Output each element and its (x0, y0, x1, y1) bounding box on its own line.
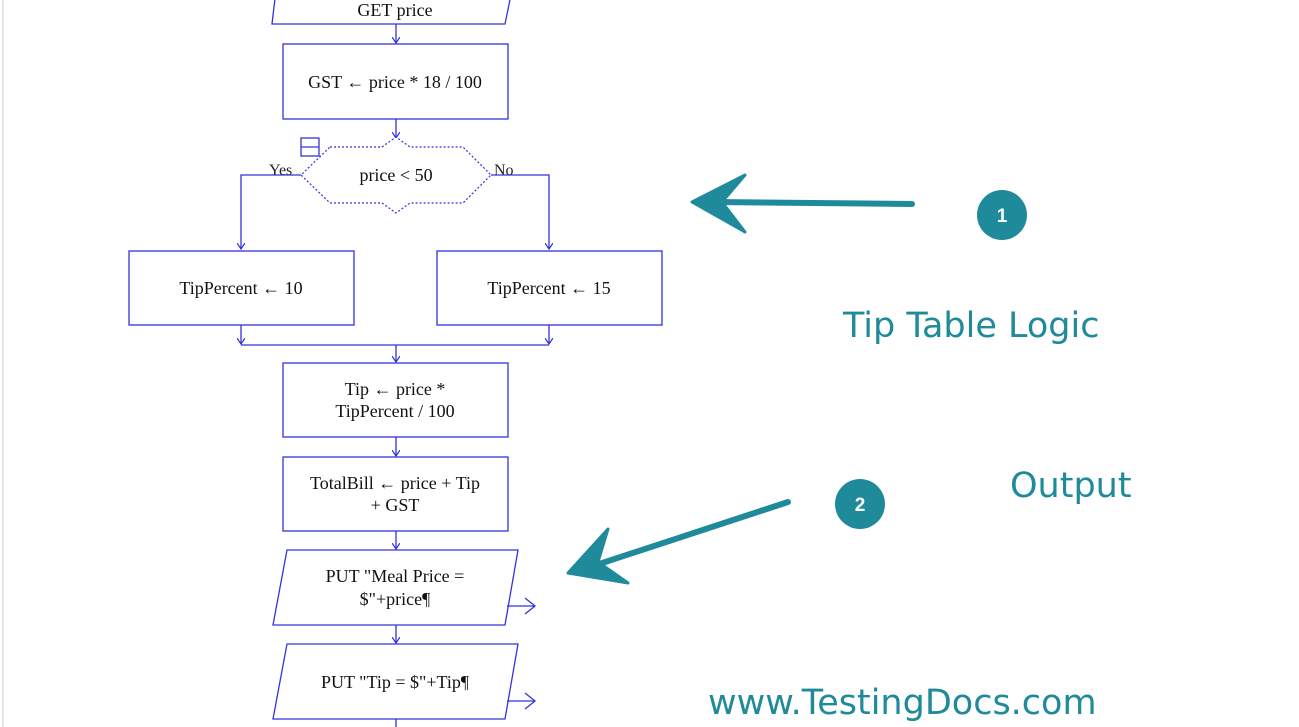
decision-node[interactable]: price < 50 (300, 136, 492, 214)
tip-table-logic-note: Tip Table Logic (842, 306, 1099, 346)
output-note: Output (1010, 466, 1132, 506)
gst-label: GST ← price * 18 / 100 (308, 72, 482, 92)
yes-label: Yes (269, 162, 292, 179)
yes-connector (241, 174, 301, 249)
put-meal-line1: PUT "Meal Price = (326, 566, 465, 586)
annotation-arrow-2-icon (566, 499, 791, 585)
put-tip-node[interactable]: PUT "Tip = $"+Tip¶ (272, 643, 519, 720)
put-meal-price-node[interactable]: PUT "Meal Price = $"+price¶ (272, 549, 519, 626)
badge-2-label: 2 (855, 495, 866, 516)
tip-percent-10-node[interactable]: TipPercent ← 10 (128, 250, 355, 326)
tip-calc-line1: Tip ← price * (345, 379, 446, 399)
annotation-arrow-1-icon (690, 173, 915, 234)
no-label: No (494, 162, 514, 179)
get-price-node[interactable]: GET price (271, 0, 512, 25)
website-watermark: www.TestingDocs.com (708, 683, 1097, 723)
decision-label: price < 50 (359, 165, 432, 185)
gst-node[interactable]: GST ← price * 18 / 100 (282, 43, 509, 120)
tip-percent-10-label: TipPercent ← 10 (179, 278, 302, 298)
total-bill-line1: TotalBill ← price + Tip (310, 473, 480, 493)
put-meal-line2: $"+price¶ (360, 589, 431, 609)
no-connector (491, 174, 549, 249)
badge-2: 2 (835, 479, 885, 529)
badge-1-label: 1 (997, 206, 1008, 227)
put-tip-label: PUT "Tip = $"+Tip¶ (321, 672, 469, 692)
output-arrow-icon (507, 597, 537, 615)
output-arrow-icon (507, 692, 537, 710)
tip-percent-15-node[interactable]: TipPercent ← 15 (436, 250, 663, 326)
total-bill-line2: + GST (371, 495, 420, 515)
collapse-toggle-icon[interactable] (300, 137, 320, 157)
tip-percent-15-label: TipPercent ← 15 (487, 278, 610, 298)
tip-calc-line2: TipPercent / 100 (335, 401, 454, 421)
tip-calc-node[interactable]: Tip ← price * TipPercent / 100 (282, 362, 509, 438)
get-price-label: GET price (357, 0, 432, 20)
total-bill-node[interactable]: TotalBill ← price + Tip + GST (282, 456, 509, 532)
badge-1: 1 (977, 190, 1027, 240)
